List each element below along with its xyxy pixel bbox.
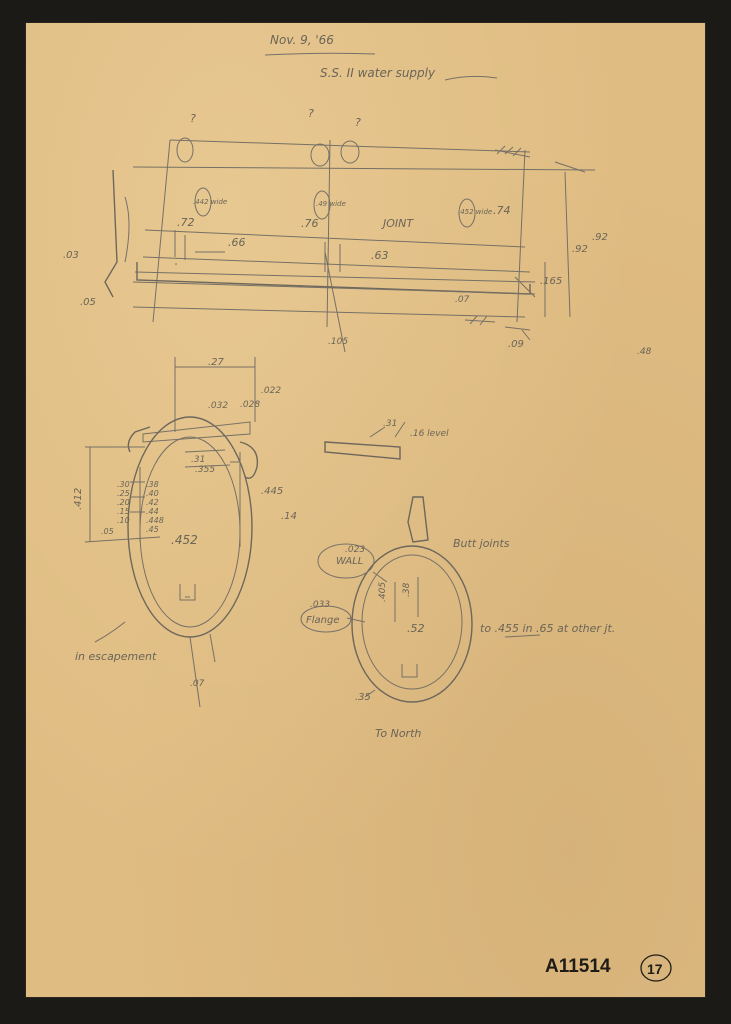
right-d-38: .38 <box>402 582 412 597</box>
right-butt-joint: Butt joints <box>453 537 510 550</box>
right-d-35: .35 <box>355 692 371 703</box>
top-d-09: .09 <box>508 339 524 350</box>
left-pipe-section <box>84 357 259 708</box>
top-q3: ? <box>355 116 361 129</box>
left-d-445: .445 <box>261 486 283 497</box>
catalog-number: A11514 <box>545 956 611 977</box>
drawing-canvas: Nov. 9, '66 S.S. II water supply <box>63 33 672 982</box>
paper-sheet: Nov. 9, '66 S.S. II water supply <box>25 22 706 998</box>
top-d-07: .07 <box>455 295 470 305</box>
top-d-66: .66 <box>228 236 246 249</box>
left-d-355: .355 <box>195 465 215 475</box>
left-d-022: .022 <box>261 386 281 396</box>
top-wide-3: .452 wide <box>458 208 492 216</box>
top-d-63: .63 <box>371 249 389 262</box>
left-scale-r-3: .44 <box>146 507 159 516</box>
top-d-92b: .92 <box>592 232 608 243</box>
right-flange-dim: .033 <box>310 600 330 610</box>
right-wall: WALL <box>336 556 363 567</box>
date-underline <box>264 52 376 56</box>
middle-d-31: .31 <box>383 419 397 429</box>
left-scale-l-1: .25 <box>117 489 130 498</box>
top-q1: ? <box>190 112 196 125</box>
right-wall-dim: .023 <box>345 545 365 555</box>
left-scale-l-5: .05 <box>101 527 114 536</box>
left-scale-l-0: .30 <box>117 480 130 489</box>
left-scale-r-2: .42 <box>146 498 159 507</box>
right-note: to .455 in .65 at other jt. <box>480 622 615 635</box>
title-text: S.S. II water supply <box>320 66 436 80</box>
top-d-03: .03 <box>63 250 79 261</box>
right-pipe-section <box>300 496 541 703</box>
middle-level-sketch <box>324 421 406 460</box>
top-d-74: .74 <box>493 204 511 217</box>
left-scale-r-5: .45 <box>146 525 159 534</box>
top-wide-2: .49 wide <box>316 200 346 208</box>
right-direction: To North <box>375 727 421 740</box>
right-flange: Flange <box>306 615 340 626</box>
top-q2: ? <box>308 107 314 120</box>
top-d-72: .72 <box>177 216 195 229</box>
left-scale-l-4: .10 <box>117 516 130 525</box>
left-d-14: .14 <box>281 511 297 522</box>
top-d-92: .92 <box>572 244 588 255</box>
right-d-52: .52 <box>407 622 425 635</box>
left-d-032: .032 <box>208 401 228 411</box>
date-text: Nov. 9, '66 <box>270 33 334 47</box>
left-caption: in escapement <box>75 650 157 663</box>
top-d-05: .05 <box>80 297 96 308</box>
left-scale-r-0: .38 <box>146 480 159 489</box>
left-d-07: .07 <box>190 679 205 689</box>
top-d-105: .105 <box>328 337 348 347</box>
top-d-76: .76 <box>301 217 319 230</box>
left-scale-r-4: .448 <box>146 516 164 525</box>
top-joint: JOINT <box>381 217 414 230</box>
page-number-circle <box>640 954 672 982</box>
top-wide-1: .442 wide <box>193 198 227 206</box>
left-scale-l-2: .20 <box>117 498 130 507</box>
left-d-412: .412 <box>73 488 84 510</box>
left-d-31: .31 <box>191 455 205 465</box>
top-d-165: .165 <box>540 276 562 287</box>
left-scale-r-1: .40 <box>146 489 159 498</box>
top-d-48: .48 <box>637 347 652 357</box>
middle-d-16: .16 level <box>410 429 449 439</box>
page-number: 17 <box>647 961 663 977</box>
left-d-27: .27 <box>208 357 225 368</box>
left-d-028: .028 <box>240 400 260 410</box>
right-d-405: .405 <box>378 582 388 602</box>
left-d-452: .452 <box>171 533 198 547</box>
title-flourish <box>444 75 498 81</box>
top-elevation-sketch <box>104 137 596 353</box>
left-scale-l-3: .15 <box>117 507 130 516</box>
